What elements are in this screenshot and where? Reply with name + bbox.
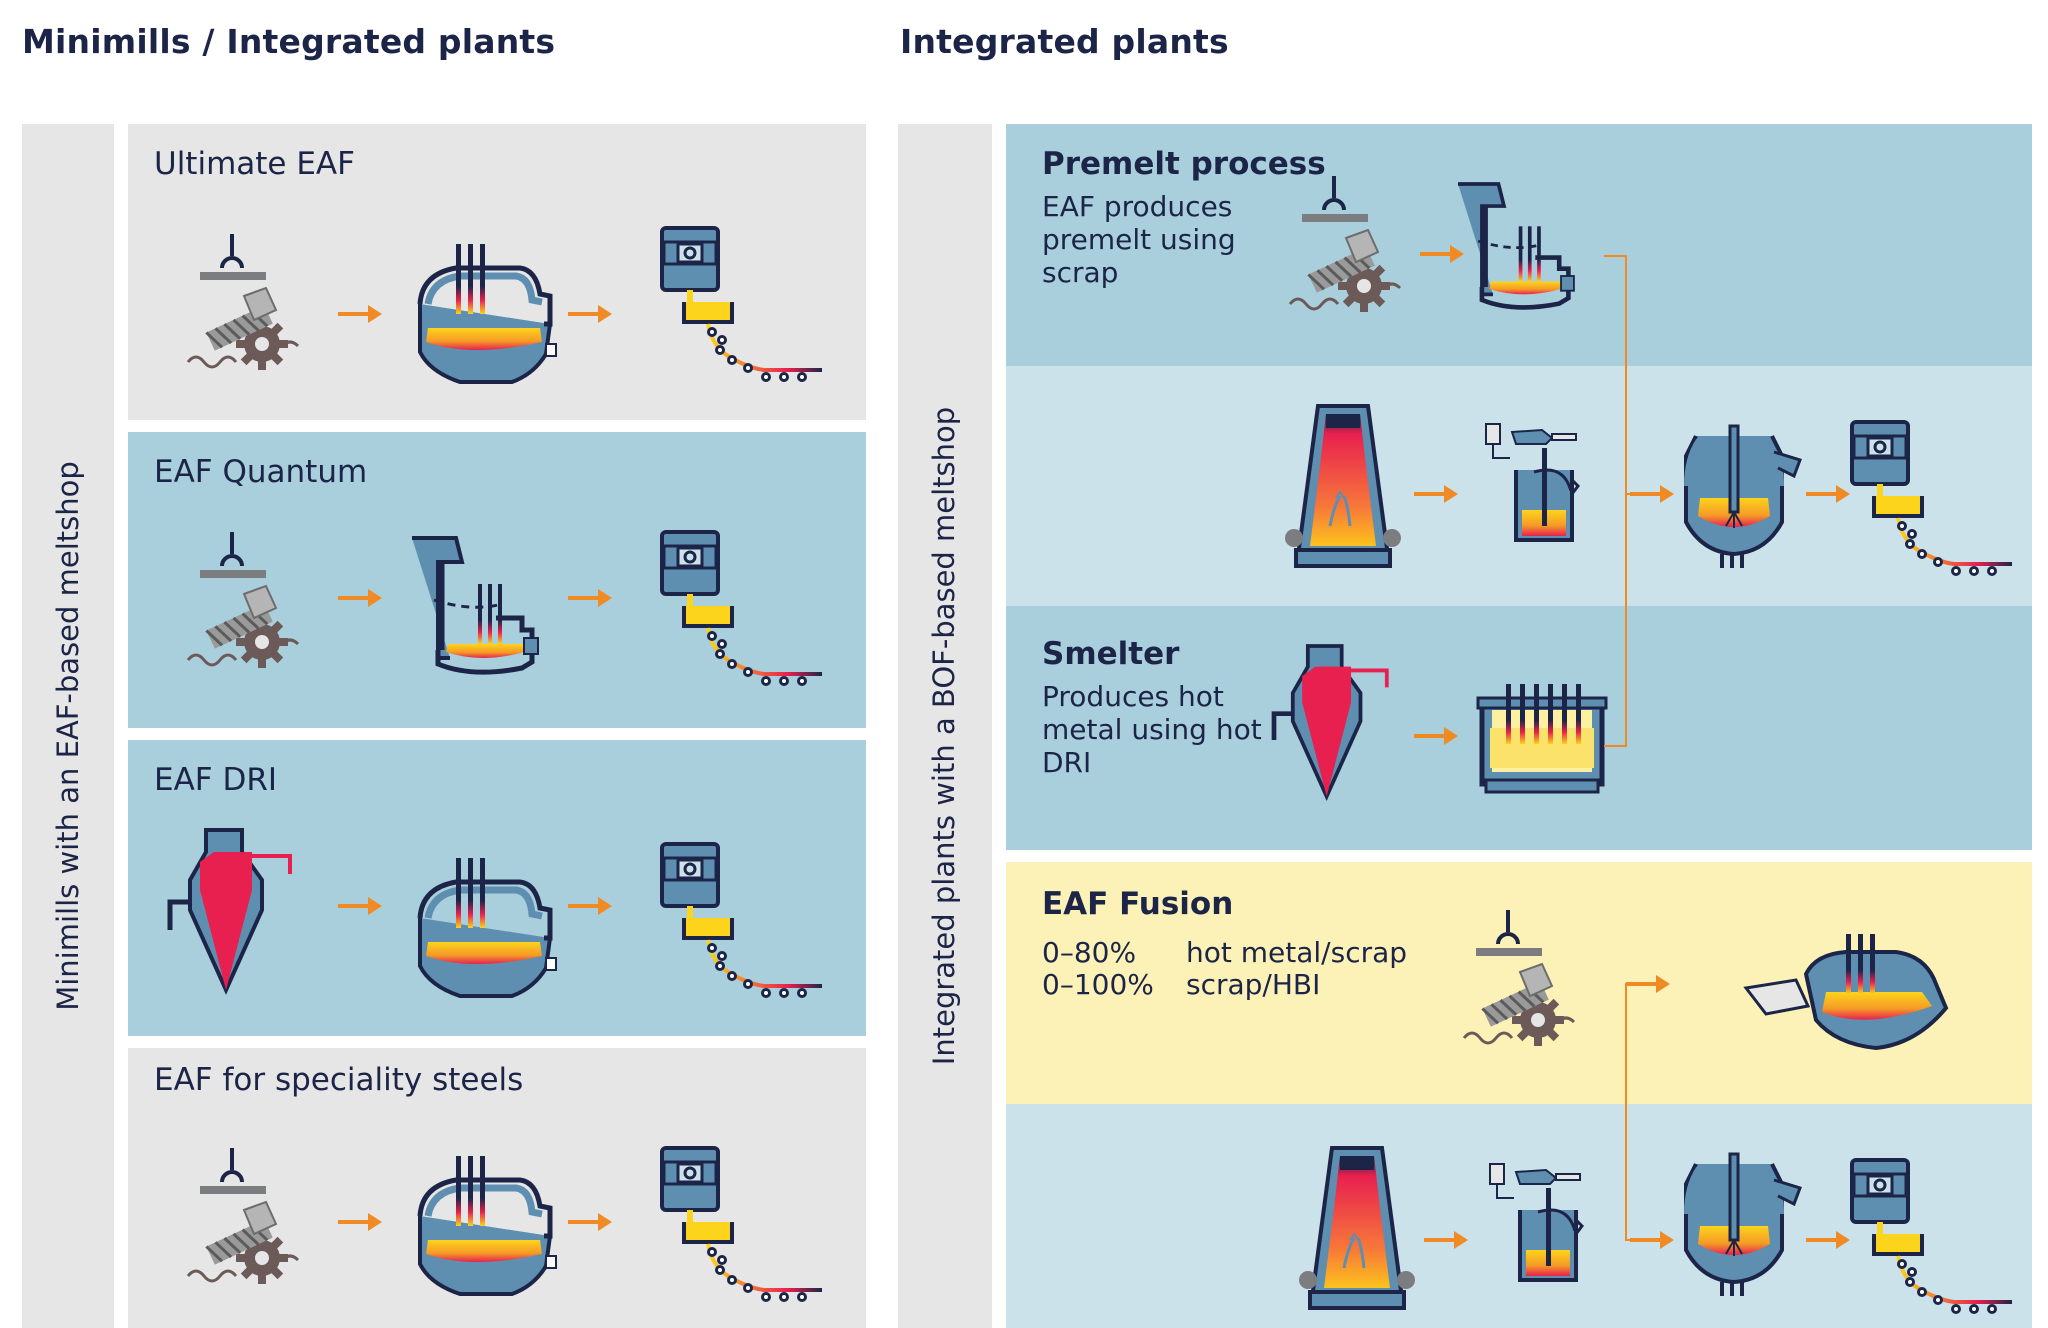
panel-description: EAF produces premelt using scrap [1042, 190, 1236, 289]
panel-description: Produces hot metal using hot DRI [1042, 680, 1262, 779]
panel-title: EAF Quantum [154, 454, 368, 490]
panel-title: Premelt process [1042, 146, 1326, 182]
blast-furnace-icon [1297, 1146, 1417, 1310]
left-side-strip [22, 124, 114, 1328]
scrap-magnet-icon [186, 232, 300, 372]
eaf-quantum-panel: EAF Quantum [128, 432, 866, 728]
ladle-caster-icon [662, 532, 822, 685]
dri-shaft-icon [170, 830, 290, 990]
scrap-magnet-icon [186, 1146, 300, 1286]
fusion-furnace-icon [1746, 934, 1946, 1048]
arrow-icon [1424, 1231, 1468, 1249]
eaf-specialty-panel: EAF for speciality steels [128, 1048, 866, 1328]
arrow-icon [338, 305, 382, 323]
arrow-icon [338, 897, 382, 915]
arrow-icon [568, 305, 612, 323]
arrow-icon [1806, 1231, 1850, 1249]
bof-converter-icon [1684, 1152, 1802, 1298]
arrow-icon [1630, 1231, 1674, 1249]
integrated-plants-diagram [1006, 174, 2048, 1328]
arrow-icon [568, 589, 612, 607]
right-heading: Integrated plants [900, 22, 1229, 61]
arrow-icon [568, 1213, 612, 1231]
arrow-icon [338, 1213, 382, 1231]
fusion-label-1: hot metal/scrap [1186, 936, 1408, 969]
ladle-caster-icon [662, 228, 822, 381]
right-side-label: Integrated plants with a BOF-based melts… [927, 406, 961, 1066]
fusion-pct-2: 0–100% [1042, 968, 1154, 1001]
panel-title: EAF for speciality steels [154, 1062, 524, 1098]
dri-shaft-icon [1274, 646, 1387, 796]
eaf-furnace-icon [420, 244, 556, 382]
left-side-label: Minimills with an EAF-based meltshop [51, 461, 85, 1011]
fusion-label-2: scrap/HBI [1186, 968, 1321, 1001]
arrow-icon [568, 897, 612, 915]
arrow-icon [1806, 485, 1850, 503]
arrow-icon [338, 589, 382, 607]
arrow-icon [1414, 485, 1458, 503]
blast-furnace-icon [1283, 404, 1403, 568]
panel-title: Smelter [1042, 636, 1180, 672]
quantum-furnace-icon [412, 538, 538, 672]
eaf-furnace-icon [420, 858, 556, 996]
ladle-caster-icon [662, 1148, 822, 1301]
panel-title: EAF Fusion [1042, 886, 1234, 922]
desulfurization-icon [1488, 1162, 1584, 1282]
arrow-icon [1414, 727, 1458, 745]
scrap-magnet-icon [1288, 174, 1402, 314]
arrow-icon [1630, 485, 1674, 503]
quantum-furnace-icon [1458, 184, 1574, 307]
bof-converter-icon [1684, 424, 1802, 570]
ladle-caster-icon [1852, 1160, 2012, 1313]
ladle-caster-icon [662, 844, 822, 997]
right-side-strip [898, 124, 992, 1328]
ultimate-eaf-panel: Ultimate EAF [128, 124, 866, 420]
scrap-magnet-icon [186, 530, 300, 670]
fusion-pct-1: 0–80% [1042, 936, 1137, 969]
arrow-icon [1420, 245, 1464, 263]
eaf-dri-panel: EAF DRI [128, 740, 866, 1036]
eaf-furnace-icon [420, 1156, 556, 1294]
arrow-icon [1626, 975, 1670, 993]
smelter-furnace-icon [1478, 684, 1606, 792]
ladle-caster-icon [1852, 422, 2012, 575]
scrap-magnet-icon [1462, 908, 1576, 1048]
desulfurization-icon [1484, 422, 1580, 542]
panel-title: Ultimate EAF [154, 146, 355, 182]
left-heading: Minimills / Integrated plants [22, 22, 556, 61]
panel-title: EAF DRI [154, 762, 278, 798]
